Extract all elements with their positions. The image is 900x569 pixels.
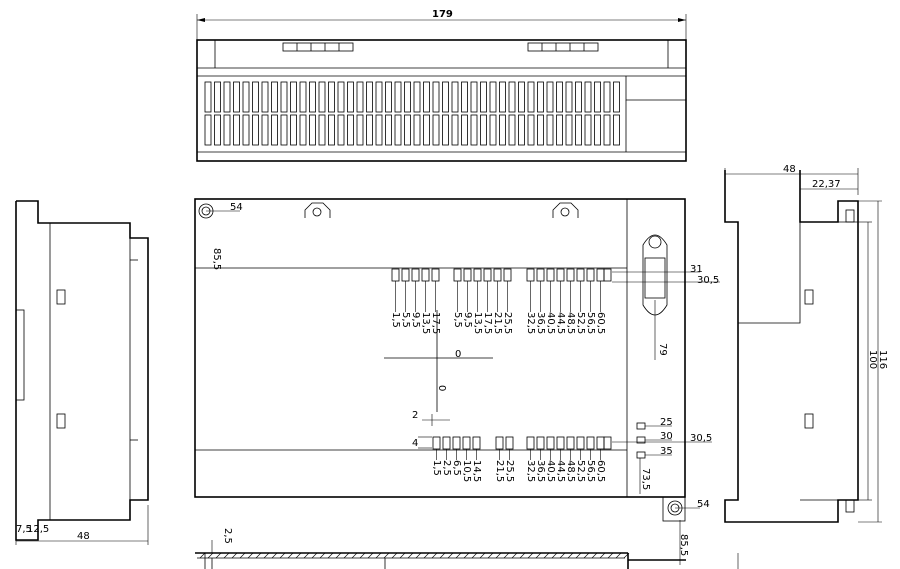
terminal-bottom-label: 10,5: [461, 460, 472, 482]
dim-connector-79: 79: [657, 343, 668, 356]
terminal-bottom: [596, 436, 605, 450]
dim-width-179: 179: [432, 9, 453, 20]
terminal-top: [526, 268, 535, 282]
terminal-top-label: 1,5: [390, 312, 401, 328]
terminal-top-label: 9,5: [410, 312, 421, 328]
dim-left-a: 7,5: [16, 524, 32, 535]
dim-led-total: 73,5: [640, 468, 651, 490]
terminal-top-label: 36,5: [535, 312, 546, 334]
terminal-bottom: [462, 436, 471, 450]
terminal-top: [473, 268, 482, 282]
terminal-bottom: [556, 436, 565, 450]
terminal-top: [586, 268, 595, 282]
terminal-top: [483, 268, 492, 282]
terminal-top: [411, 268, 420, 282]
terminal-top-label: 44,5: [555, 312, 566, 334]
dim-bottom-offset: 2,5: [222, 528, 233, 544]
terminal-top-label: 21,5: [492, 312, 503, 334]
terminal-bottom: [472, 436, 481, 450]
terminal-top: [503, 268, 512, 282]
right-view: 48 22,37 116 100: [724, 164, 888, 523]
dim-left-depth: 48: [77, 531, 90, 542]
terminal-bottom-label: 21,5: [494, 460, 505, 482]
dim-right-116: 116: [877, 350, 888, 369]
terminal-top: [536, 268, 545, 282]
terminal-top-label: 32,5: [525, 312, 536, 334]
left-view: 48 7,5 12,5: [15, 200, 149, 545]
terminal-top-label: 17,5: [482, 312, 493, 334]
terminal-bottom-label: 1,5: [431, 460, 442, 476]
terminal-bottom-label: 60,5: [595, 460, 606, 482]
terminal-bottom-label: 2,5: [441, 460, 452, 476]
terminal-bottom: [442, 436, 451, 450]
terminal-top-label: 25,5: [502, 312, 513, 334]
terminal-top-label: 13,5: [420, 312, 431, 334]
terminal-bottom: [576, 436, 585, 450]
terminal-bottom-label: 25,5: [504, 460, 515, 482]
dim-right-100: 100: [867, 350, 878, 369]
terminal-top-label: 17,5: [430, 312, 441, 334]
terminal-bottom: [536, 436, 545, 450]
terminal-top-label: 5,5: [400, 312, 411, 328]
dim-mount-y: 85,5: [211, 248, 222, 270]
terminal-bottom-label: 52,5: [575, 460, 586, 482]
dim-offset-4: 4: [412, 438, 418, 449]
terminal-bottom: [526, 436, 535, 450]
terminal-top-label: 13,5: [472, 312, 483, 334]
terminal-top: [453, 268, 462, 282]
terminal-bottom: [495, 436, 504, 450]
led-label-1: 25: [660, 417, 673, 428]
dim-right-depth: 48: [783, 164, 796, 175]
led-label-2: 30: [660, 431, 673, 442]
terminal-top: [556, 268, 565, 282]
terminal-bottom-label: 14,5: [471, 460, 482, 482]
terminal-top: [596, 268, 605, 282]
terminal-top: [463, 268, 472, 282]
dim-row-bottom: 30,5: [690, 433, 712, 444]
dim-row-31: 31: [690, 264, 703, 275]
led-label-3: 35: [660, 446, 673, 457]
terminal-top: [391, 268, 400, 282]
terminal-top-label: 56,5: [585, 312, 596, 334]
terminal-top: [566, 268, 575, 282]
dim-mount-x-bottom: 54: [697, 499, 710, 510]
terminal-top-label: 48,5: [565, 312, 576, 334]
dim-mount-y-bottom: 85,5: [678, 534, 689, 556]
terminal-bottom-label: 48,5: [565, 460, 576, 482]
terminal-top-label: 40,5: [545, 312, 556, 334]
terminal-bottom-label: 44,5: [555, 460, 566, 482]
terminal-bottom-label: 56,5: [585, 460, 596, 482]
terminal-top: [576, 268, 585, 282]
terminal-top-label: 9,5: [462, 312, 473, 328]
terminal-bottom-label: 40,5: [545, 460, 556, 482]
dim-right-offset: 22,37: [812, 179, 841, 190]
dim-left-b: 12,5: [27, 524, 49, 535]
terminal-bottom-label: 32,5: [525, 460, 536, 482]
terminal-top: [401, 268, 410, 282]
dim-offset-2: 2: [412, 410, 418, 421]
terminal-bottom-label: 36,5: [535, 460, 546, 482]
terminal-top: [421, 268, 430, 282]
bottom-view: 2,5: [195, 528, 739, 569]
terminal-bottom: [566, 436, 575, 450]
terminal-top: [493, 268, 502, 282]
terminal-bottom: [546, 436, 555, 450]
top-view: 179: [196, 9, 687, 162]
center-x-label: 0: [455, 349, 461, 360]
terminal-top: [546, 268, 555, 282]
dim-mount-x: 54: [230, 202, 243, 213]
terminal-bottom: [586, 436, 595, 450]
terminal-top-label: 52,5: [575, 312, 586, 334]
terminal-top-label: 5,5: [452, 312, 463, 328]
dim-row-30-5: 30,5: [697, 275, 719, 286]
terminal-bottom: [452, 436, 461, 450]
terminal-bottom-label: 6,5: [451, 460, 462, 476]
center-y-label: 0: [436, 385, 447, 391]
terminal-bottom: [432, 436, 441, 450]
terminal-bottom: [505, 436, 514, 450]
terminal-top-label: 60,5: [595, 312, 606, 334]
terminal-top: [431, 268, 440, 282]
